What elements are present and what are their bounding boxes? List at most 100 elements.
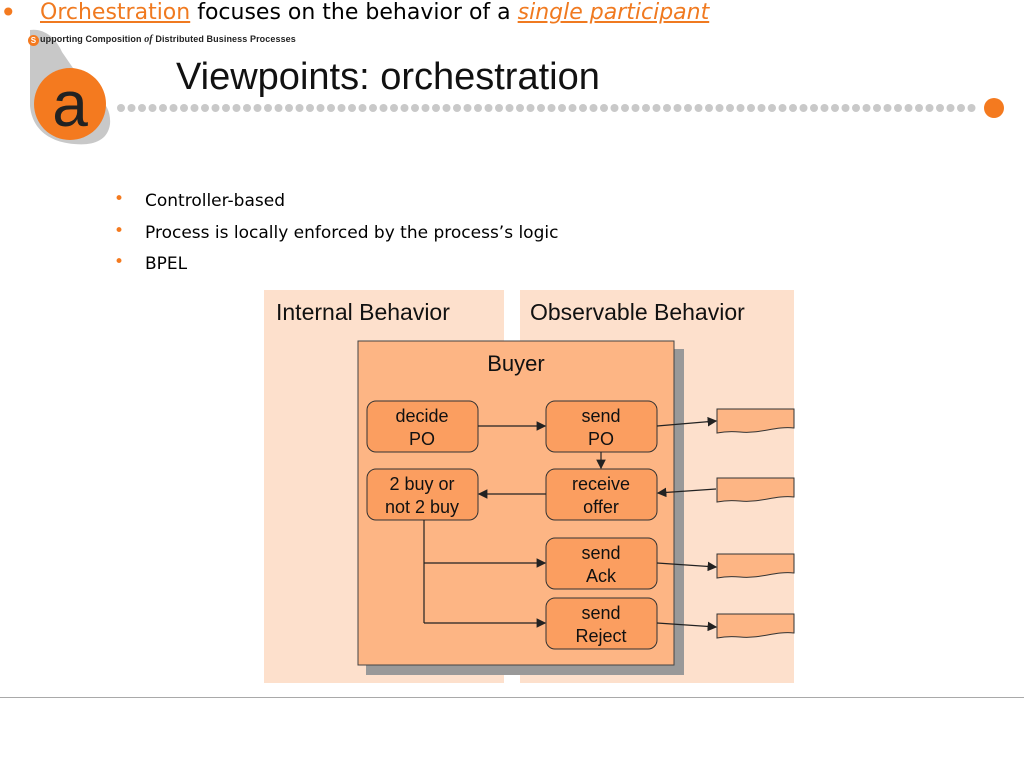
divider-dot [369, 104, 377, 112]
divider-dot [915, 104, 923, 112]
divider-dot [127, 104, 136, 112]
bullet-dot: • [114, 189, 125, 209]
box-decide-po: decide PO [366, 400, 479, 453]
divider-dot [379, 104, 388, 112]
divider-dot [390, 104, 398, 112]
divider-dot [652, 104, 661, 112]
arrow-ack-out [656, 561, 718, 572]
bullet-sub-text: Process is locally enforced by the proce… [145, 223, 559, 243]
box-buy-decision: 2 buy or not 2 buy [366, 468, 479, 521]
divider-dot [411, 104, 419, 112]
page-title: Viewpoints: orchestration [176, 56, 600, 98]
bullet-dot: • [114, 221, 125, 241]
box-text: PO [588, 429, 614, 449]
divider-dot [768, 104, 776, 112]
divider-dot [610, 104, 619, 112]
divider-dot [663, 104, 671, 112]
divider-dot [274, 104, 283, 112]
divider-dot [327, 104, 335, 112]
box-send-ack: send Ack [545, 537, 658, 590]
box-text: send [581, 406, 620, 426]
divider-dot [589, 104, 598, 112]
footer-divider [0, 697, 1024, 698]
divider-dot [820, 104, 829, 112]
internal-behavior-label: Internal Behavior [276, 299, 450, 325]
divider-dot [862, 104, 871, 112]
box-text: send [581, 603, 620, 623]
divider-dot [558, 104, 566, 112]
divider-dot [232, 104, 241, 112]
divider-dot [516, 104, 524, 112]
divider-dot [148, 104, 157, 112]
divider-dot [705, 104, 713, 112]
bullet-sub-text: Controller-based [145, 191, 285, 211]
divider-dot [432, 104, 440, 112]
divider-dot [967, 104, 976, 112]
bullet-dot: • [0, 0, 17, 29]
divider-dot [736, 104, 745, 112]
term-single-participant: single participant [517, 0, 710, 25]
divider-dot [579, 104, 587, 112]
box-text: decide [395, 406, 448, 426]
divider-dot [810, 104, 818, 112]
divider-dot [831, 104, 839, 112]
divider-dot [946, 104, 955, 112]
divider-dot [957, 104, 965, 112]
bullet-sub-text: BPEL [145, 254, 188, 274]
divider-dot [180, 104, 188, 112]
box-text: Ack [586, 566, 617, 586]
box-text: send [581, 543, 620, 563]
divider-dot [841, 104, 850, 112]
divider-dot [883, 104, 892, 112]
message-reject [716, 613, 795, 639]
box-text: receive [572, 474, 630, 494]
divider-dot [358, 104, 367, 112]
divider-dot [799, 104, 808, 112]
box-receive-offer: receive offer [545, 468, 658, 521]
divider-dot [925, 104, 934, 112]
divider-dot [568, 104, 577, 112]
divider-dot [904, 104, 913, 112]
divider-dot [421, 104, 430, 112]
box-text: Reject [575, 626, 626, 646]
divider-dot [117, 104, 125, 112]
divider-dot [495, 104, 503, 112]
divider-dot [222, 104, 230, 112]
divider-dot [484, 104, 493, 112]
bullet-dot: • [114, 252, 125, 272]
divider-dot [400, 104, 409, 112]
tagline-s-badge: S [28, 35, 39, 46]
divider-dot [873, 104, 881, 112]
divider-dot [285, 104, 293, 112]
message-offer [716, 477, 795, 503]
divider-dot [600, 104, 608, 112]
box-text: not 2 buy [385, 497, 459, 517]
divider-dot [442, 104, 451, 112]
divider-dot [757, 104, 766, 112]
tagline-part2: Distributed Business Processes [155, 34, 296, 44]
divider-dot [631, 104, 640, 112]
divider-dot [505, 104, 514, 112]
arrow-reject-out [656, 621, 718, 632]
divider-dot [243, 104, 251, 112]
divider-dot [169, 104, 178, 112]
bullet-main-middle: focuses on the behavior of a [190, 0, 518, 25]
box-text: offer [583, 497, 619, 517]
divider-dot [190, 104, 199, 112]
box-send-po: send PO [545, 400, 658, 453]
arrow-sendpo-out [656, 416, 718, 427]
logo-letter: a [52, 68, 88, 140]
box-send-reject: send Reject [545, 597, 658, 650]
divider-dot [463, 104, 472, 112]
divider-dot [747, 104, 755, 112]
divider-dot [684, 104, 692, 112]
divider-dot [138, 104, 146, 112]
divider-dot [453, 104, 461, 112]
divider-dot [316, 104, 325, 112]
message-po [716, 408, 795, 434]
tagline-part1: upporting Composition [40, 34, 142, 44]
divider-dot [306, 104, 314, 112]
divider-dot [894, 104, 902, 112]
divider-dot [726, 104, 734, 112]
